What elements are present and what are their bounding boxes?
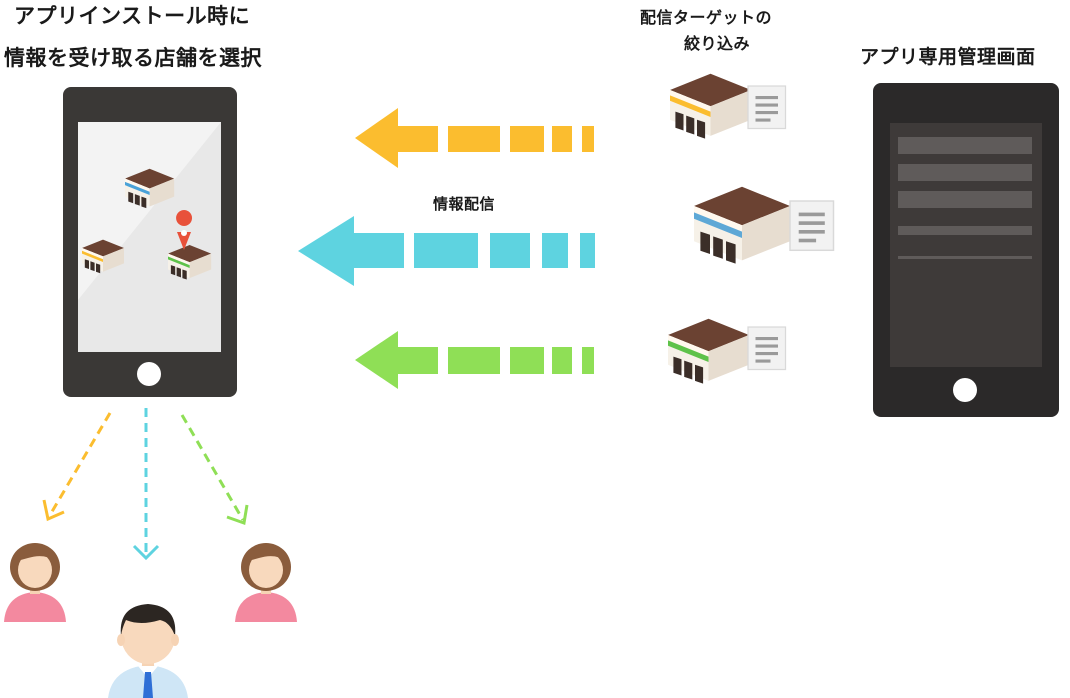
female-user-icon [4, 543, 66, 622]
document-icon [747, 85, 787, 130]
smartphone-icon [63, 87, 237, 397]
admin-title: アプリ専用管理画面 [860, 46, 1036, 68]
cyan-arrow [298, 216, 595, 286]
green-arrow [355, 331, 594, 389]
orange-arrow [355, 108, 594, 168]
storefront-icon [694, 186, 790, 264]
install-title-line1: アプリインストール時に [14, 4, 251, 28]
storefront-icon [82, 239, 124, 274]
female-user-icon [235, 543, 297, 622]
document-icon [747, 326, 787, 371]
admin-tablet-icon [873, 83, 1059, 417]
dashed-arrow-cyan [132, 408, 160, 561]
target-title-line2: 絞り込み [684, 34, 751, 53]
install-title-line2: 情報を受け取る店舗を選択 [4, 46, 262, 70]
dashed-arrow-green [180, 414, 249, 526]
document-icon [789, 200, 835, 252]
dashed-arrow-orange [42, 412, 112, 522]
male-user-icon [108, 604, 188, 698]
map-pin-icon [176, 210, 193, 250]
storefront-icon [670, 73, 751, 139]
delivery-label: 情報配信 [433, 195, 496, 213]
storefront-icon [668, 318, 749, 384]
storefront-icon [168, 244, 212, 280]
storefront-icon [125, 168, 175, 209]
target-title-line1: 配信ターゲットの [640, 8, 773, 27]
